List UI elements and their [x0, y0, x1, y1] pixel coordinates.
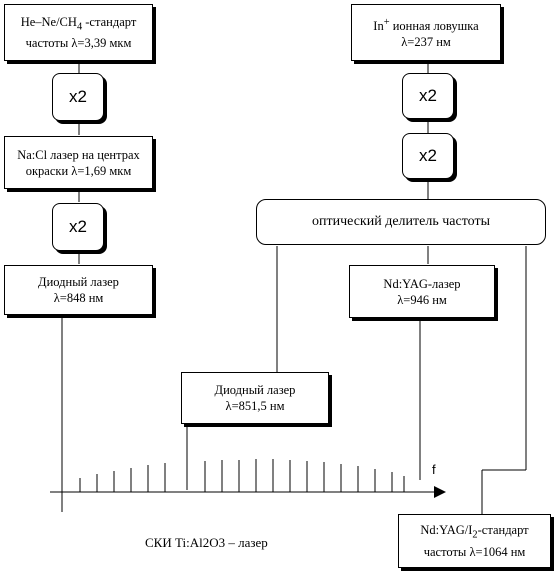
axis-label-f: f — [432, 462, 436, 477]
x2-multiplier-2: x2 — [52, 203, 104, 251]
x2-multiplier-3: x2 — [402, 73, 454, 119]
na-cl-wavelength: окраски λ=1,69 мкм — [25, 163, 132, 178]
comb-laser-label: СКИ Ti:Al2O3 – лазер — [145, 535, 268, 550]
diode-851-label: Диодный лазер — [214, 383, 296, 397]
axis-arrow-icon — [434, 486, 446, 498]
nd-yag-946-label: Nd:YAG-лазер — [383, 276, 461, 291]
nd-yag-i2-subscript: 2 — [472, 529, 478, 541]
he-ne-subscript: 4 — [76, 21, 83, 33]
x2-multiplier-4: x2 — [402, 133, 454, 179]
nd-yag-i2-label-rest: -стандарт — [477, 523, 529, 538]
diode-laser-848-box: Диодный лазер λ=848 нм — [4, 265, 153, 315]
optical-frequency-divider: оптический делитель частоты — [256, 199, 546, 245]
x2-label: x2 — [419, 86, 437, 105]
diode-848-label: Диодный лазер — [38, 275, 119, 289]
comb-teeth — [79, 459, 405, 492]
nd-yag-i2-wavelength: частоты λ=1064 нм — [423, 544, 526, 559]
diode-848-wavelength: λ=848 нм — [53, 291, 104, 305]
in-trap-superscript: + — [383, 16, 390, 28]
x2-label: x2 — [69, 217, 87, 236]
splitter-label: оптический делитель частоты — [312, 214, 490, 229]
diode-851-wavelength: λ=851,5 нм — [225, 399, 285, 413]
he-ne-ch4-standard-box: He–Ne/CH4 -стандарт частоты λ=3,39 мкм — [4, 4, 153, 61]
nd-yag-i2-standard-box: Nd:YAG/I2-стандарт частоты λ=1064 нм — [398, 514, 551, 568]
na-cl-label: Na:Cl лазер на центрах — [17, 147, 140, 162]
x2-label: x2 — [419, 146, 437, 165]
in-trap-label: In — [373, 19, 384, 34]
nd-yag-946-box: Nd:YAG-лазер λ=946 нм — [349, 265, 495, 318]
diode-laser-851-box: Диодный лазер λ=851,5 нм — [181, 372, 329, 424]
nd-yag-946-wavelength: λ=946 нм — [397, 292, 447, 307]
x2-multiplier-1: x2 — [52, 73, 104, 121]
in-trap-label-rest: ионная ловушка — [389, 19, 479, 34]
x2-label: x2 — [69, 87, 87, 106]
nd-yag-i2-label: Nd:YAG/I — [420, 523, 473, 538]
he-ne-wavelength: частоты λ=3,39 мкм — [25, 36, 132, 51]
na-cl-laser-box: Na:Cl лазер на центрах окраски λ=1,69 мк… — [4, 136, 153, 189]
in-ion-trap-box: In+ ионная ловушка λ=237 нм — [351, 4, 501, 61]
in-trap-wavelength: λ=237 нм — [401, 35, 451, 50]
he-ne-label-rest: -стандарт — [82, 14, 137, 29]
he-ne-label: He–Ne/CH — [20, 14, 77, 29]
